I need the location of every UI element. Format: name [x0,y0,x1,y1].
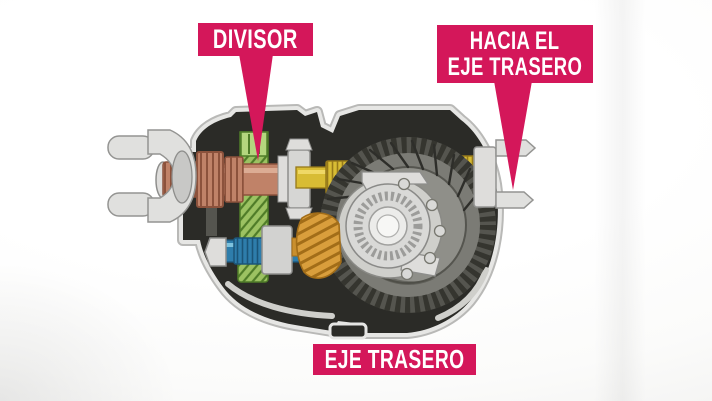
pinion-gear [291,212,342,279]
banner-divisor: DIVISOR [198,23,313,56]
banner-eje-trasero: EJE TRASERO [313,344,476,375]
banner-divisor-label: DIVISOR [213,24,298,55]
banner-eje-trasero-label: EJE TRASERO [324,343,465,374]
differential-carrier [337,171,447,281]
housing-foot [328,322,368,340]
left-yoke [107,129,197,223]
banner-hacia-line1: HACIA EL [470,27,560,55]
right-yoke [473,139,537,209]
flange-bolt-holes [397,177,447,281]
banner-hacia-line2: EJE TRASERO [447,53,583,81]
banner-hacia-el-eje-trasero: HACIA EL EJE TRASERO [437,25,593,83]
countershaft-nut [204,237,227,267]
